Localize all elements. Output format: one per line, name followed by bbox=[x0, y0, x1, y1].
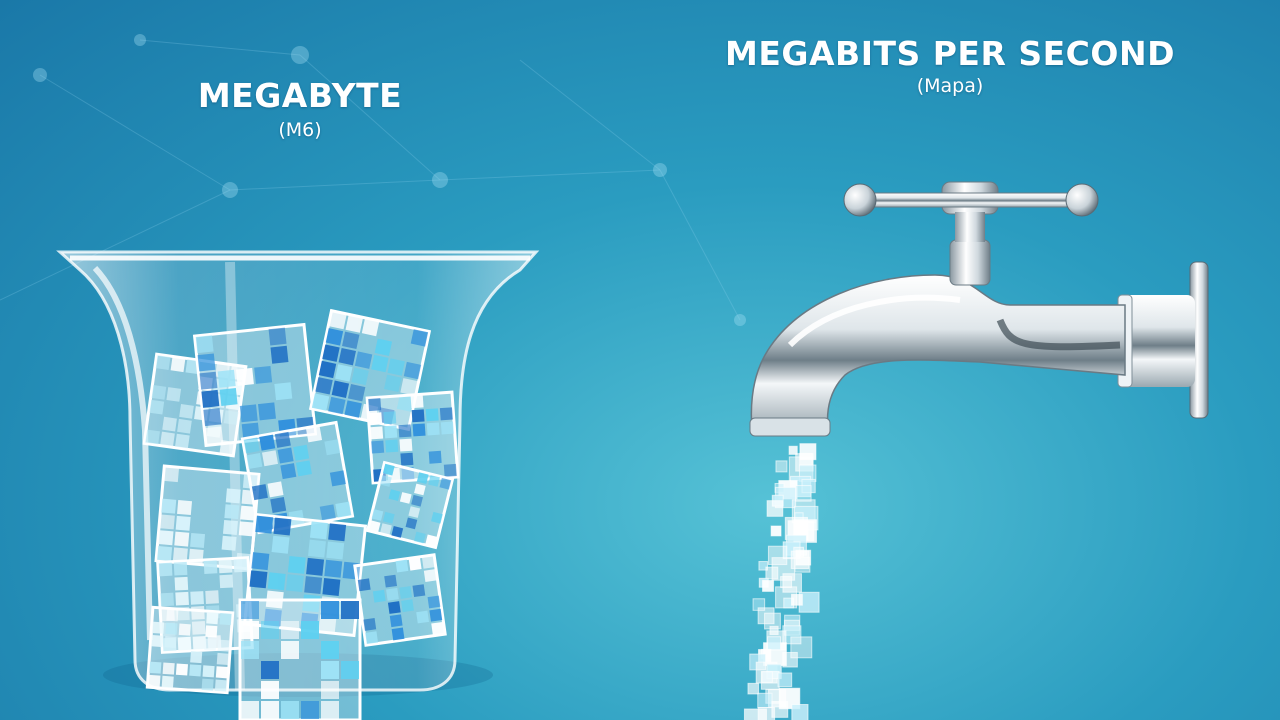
pixel-cube bbox=[154, 464, 261, 571]
stream-pixel bbox=[788, 445, 798, 455]
megabyte-abbreviation: (M6) bbox=[278, 119, 322, 141]
stream-pixel bbox=[743, 708, 767, 720]
stream-pixel bbox=[794, 556, 811, 573]
stream-pixel bbox=[757, 692, 773, 709]
mbps-title: MEGABITS PER SECOND bbox=[725, 34, 1175, 73]
stream-pixel bbox=[770, 525, 782, 537]
pixel-cube-icon bbox=[142, 308, 460, 720]
pixel-cube bbox=[238, 598, 362, 720]
pixel-cube bbox=[365, 460, 455, 550]
pixel-cube bbox=[365, 390, 460, 485]
data-stream bbox=[743, 443, 820, 720]
megabyte-label: MEGABYTE (M6) bbox=[160, 76, 440, 141]
pixel-cube bbox=[192, 322, 318, 448]
network-background bbox=[0, 39, 741, 321]
pixel-cube bbox=[353, 553, 447, 647]
stream-pixel bbox=[795, 485, 812, 502]
mbps-abbreviation: (Mapa) bbox=[916, 75, 984, 97]
stream-pixel bbox=[777, 672, 793, 688]
stream-pixel bbox=[782, 651, 798, 668]
stream-pixel bbox=[769, 625, 779, 636]
mbps-label: MEGABITS PER SECOND (Mapa) bbox=[700, 34, 1200, 97]
stream-pixel bbox=[762, 579, 775, 592]
stream-pixel bbox=[757, 607, 775, 625]
faucet-icon bbox=[749, 181, 1209, 437]
stream-pixel bbox=[760, 670, 780, 690]
pixel-cube bbox=[145, 605, 235, 695]
network-nodes bbox=[33, 34, 746, 326]
stream-pixel bbox=[758, 561, 768, 571]
stream-pixel bbox=[747, 682, 760, 695]
stream-pixel bbox=[775, 460, 788, 473]
stream-pixel bbox=[780, 576, 793, 589]
megabyte-title: MEGABYTE bbox=[197, 76, 403, 115]
stream-pixel bbox=[791, 703, 809, 720]
stream-pixel bbox=[767, 636, 782, 651]
stream-pixel bbox=[765, 566, 779, 580]
stream-pixel bbox=[790, 593, 803, 606]
stream-pixel bbox=[766, 500, 784, 517]
